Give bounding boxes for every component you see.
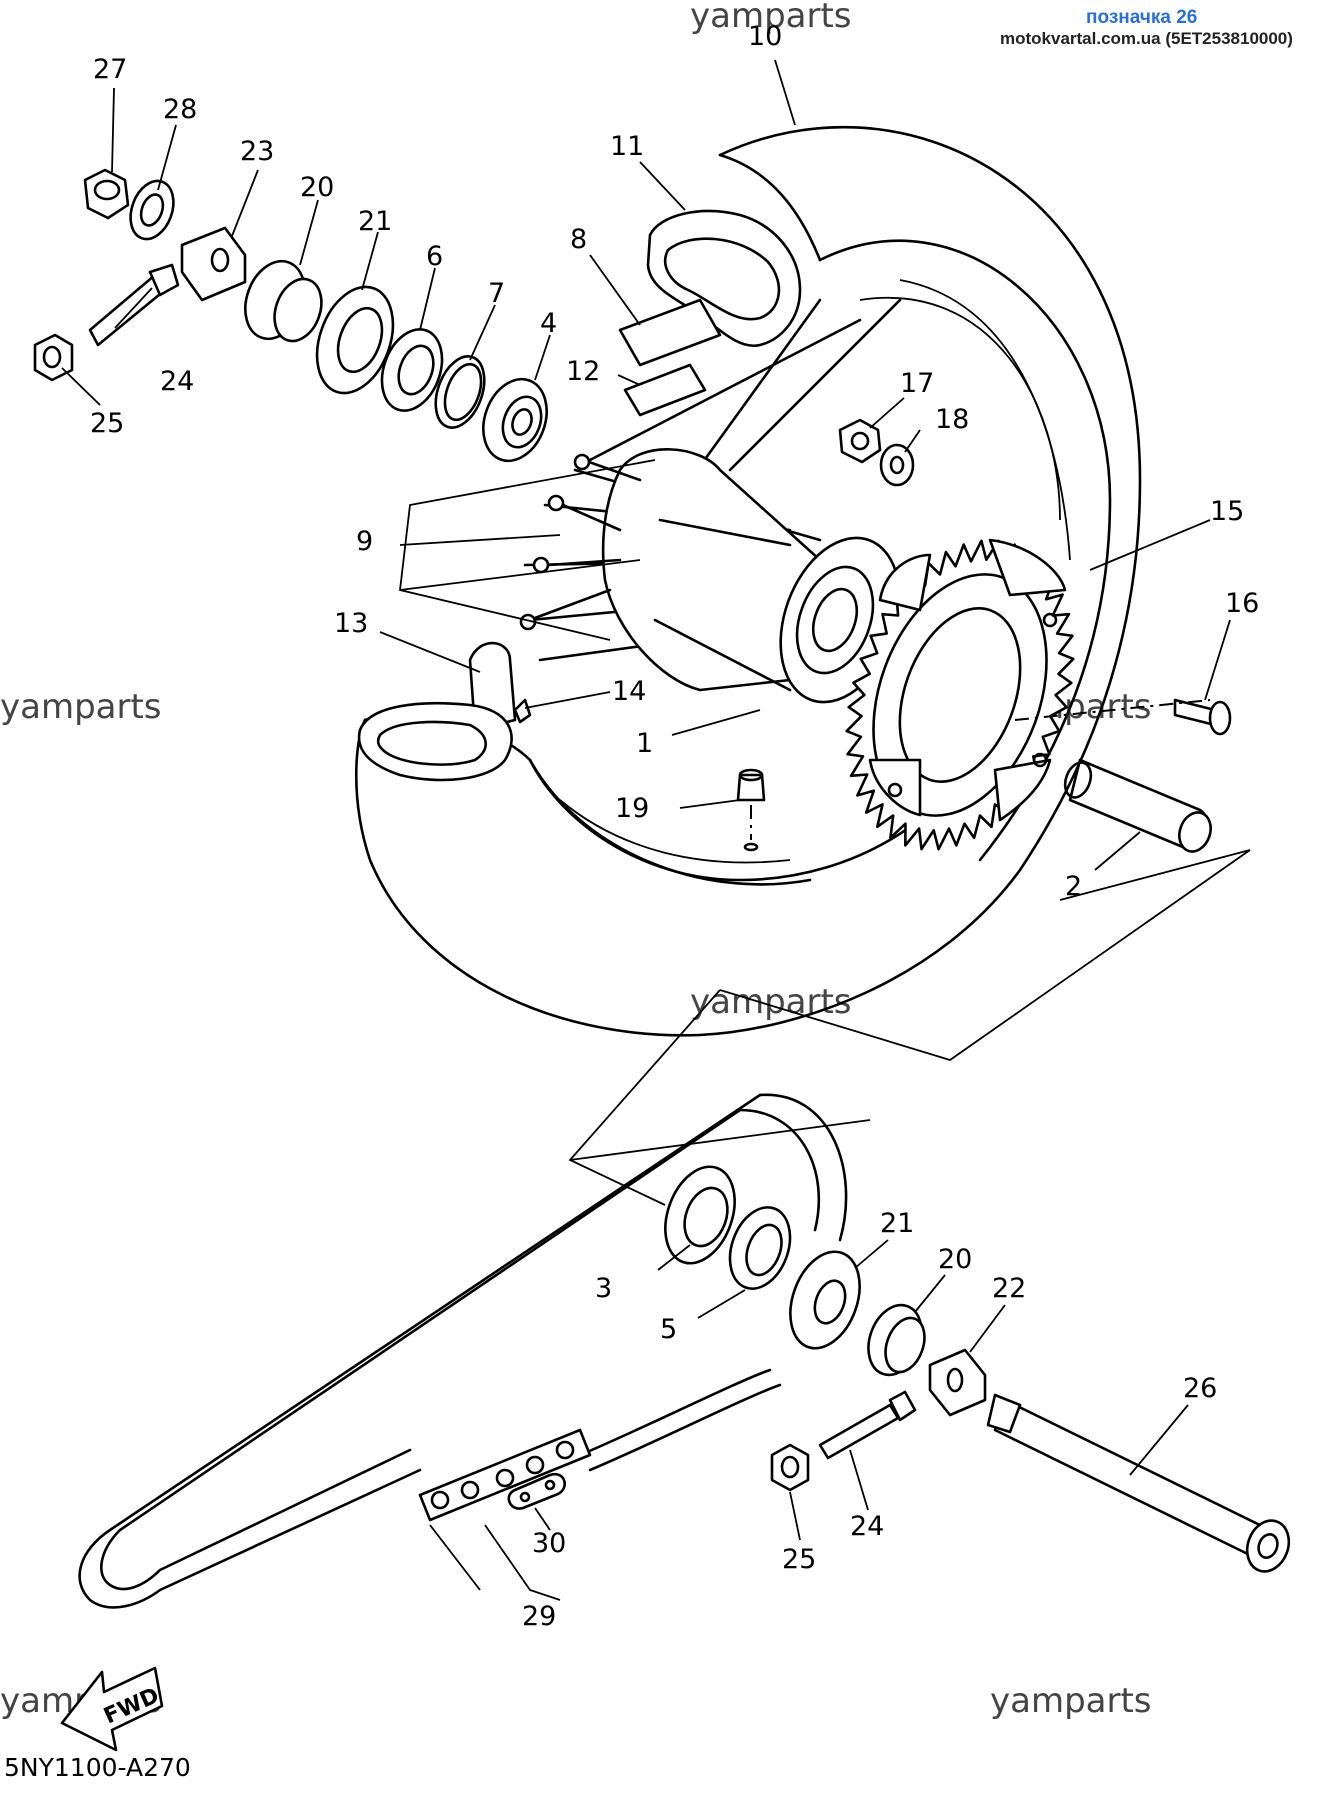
callout-23: 23 <box>240 136 274 167</box>
seal-part-5 <box>728 1206 792 1290</box>
callout-21-bottom: 21 <box>880 1208 914 1239</box>
callout-8: 8 <box>570 224 587 255</box>
watermark-left: yamparts <box>0 687 162 727</box>
callout-10: 10 <box>748 21 782 52</box>
callout-25-bottom: 25 <box>782 1544 816 1575</box>
valve-cap-part-19 <box>736 768 766 852</box>
bearing-part-6 <box>380 328 444 412</box>
adjuster-block-part-22 <box>928 1348 987 1417</box>
header-label: позначка 26 <box>1086 7 1197 28</box>
callout-4: 4 <box>540 308 557 339</box>
drive-chain-part-29 <box>78 1093 848 1609</box>
callout-16: 16 <box>1225 588 1259 619</box>
callout-22: 22 <box>992 1273 1026 1304</box>
adjuster-block-part-23 <box>180 226 247 302</box>
callout-7: 7 <box>488 278 505 309</box>
tire-bead-left <box>357 701 513 782</box>
bolt-part-24-bottom <box>818 1390 917 1460</box>
rim-band-part-8 <box>618 298 722 417</box>
sprocket-part-15 <box>845 538 1075 851</box>
nut-part-25-bottom <box>770 1443 810 1492</box>
bearing-part-4 <box>482 377 548 463</box>
assembly-lines <box>399 459 1251 1601</box>
nut-part-27 <box>83 168 130 220</box>
callout-5: 5 <box>660 1314 677 1345</box>
axle-part-26 <box>986 1393 1291 1573</box>
callout-20-bottom: 20 <box>938 1244 972 1275</box>
watermark-top: yamparts <box>690 0 852 36</box>
callout-17: 17 <box>900 368 934 399</box>
callout-12: 12 <box>566 356 600 387</box>
diagram-code: 5NY1100-A270 <box>4 1753 191 1782</box>
hub-part-1 <box>601 448 901 704</box>
callout-6: 6 <box>426 241 443 272</box>
callout-numbers: 27 28 23 20 21 6 7 4 24 25 10 11 8 12 17… <box>90 21 1259 1632</box>
callout-1: 1 <box>636 728 653 759</box>
spoke-nipples-part-9 <box>519 453 642 631</box>
bolt-part-16 <box>1173 698 1232 736</box>
callout-9: 9 <box>356 526 373 557</box>
callout-30: 30 <box>532 1528 566 1559</box>
callout-18: 18 <box>935 404 969 435</box>
washer-part-28 <box>129 179 175 241</box>
callout-24-top: 24 <box>160 366 194 397</box>
seal-part-21-top <box>315 285 395 395</box>
callout-21-top: 21 <box>358 206 392 237</box>
callout-11: 11 <box>610 131 644 162</box>
header-source: motokvartal.com.ua (5ET253810000) <box>1000 29 1293 48</box>
bolt-part-24-top <box>88 263 180 347</box>
watermark-center: yamparts <box>690 982 852 1022</box>
collar-part-20-top <box>244 259 323 343</box>
forward-arrow-icon: FWD <box>60 1666 164 1752</box>
collar-part-2 <box>1063 758 1212 853</box>
callout-15: 15 <box>1210 496 1244 527</box>
callout-3: 3 <box>595 1273 612 1304</box>
callout-24-bottom: 24 <box>850 1511 884 1542</box>
callout-29: 29 <box>522 1601 556 1632</box>
circlip-part-7 <box>434 355 486 429</box>
bearing-part-3 <box>664 1165 736 1265</box>
callout-2: 2 <box>1065 871 1082 902</box>
watermark-bottom-right: yamparts <box>990 1681 1152 1721</box>
callout-20-top: 20 <box>300 172 334 203</box>
callout-14: 14 <box>612 676 646 707</box>
washer-part-18 <box>879 443 915 487</box>
seal-part-21-bottom <box>789 1250 861 1350</box>
callout-25-top: 25 <box>90 408 124 439</box>
callout-26: 26 <box>1183 1373 1217 1404</box>
callout-leaders <box>61 59 1231 1541</box>
nut-part-17 <box>838 418 882 464</box>
chain-joint-part-30 <box>507 1472 566 1510</box>
callout-27: 27 <box>93 54 127 85</box>
callout-28: 28 <box>163 94 197 125</box>
callout-13: 13 <box>334 608 368 639</box>
collar-part-20-bottom <box>867 1303 926 1377</box>
callout-19: 19 <box>615 793 649 824</box>
